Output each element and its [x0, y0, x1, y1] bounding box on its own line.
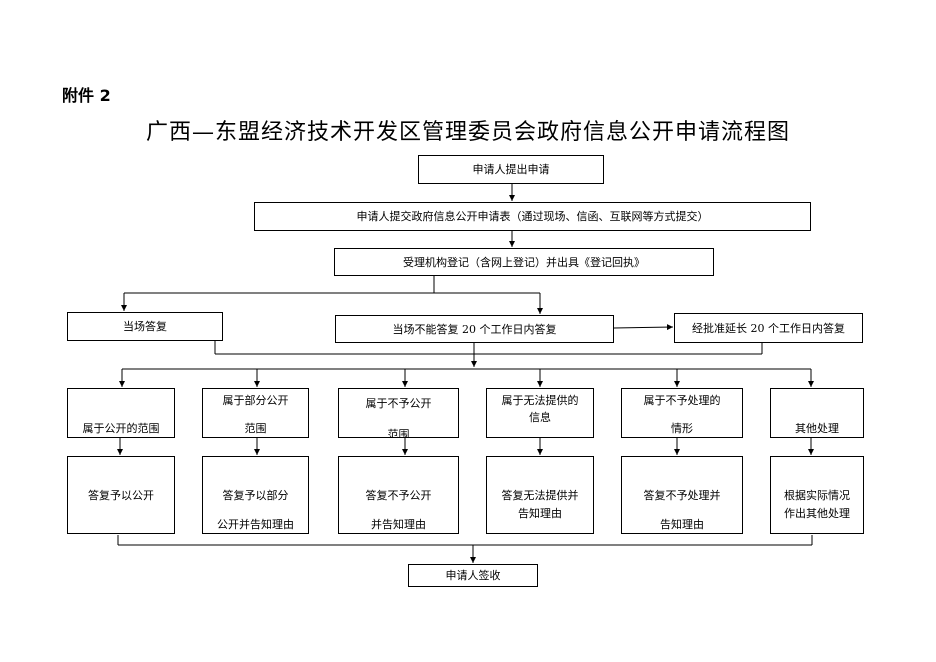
category-public-line1: 属于公开的范围 — [82, 422, 160, 435]
response-onsite: 当场答复 — [67, 312, 223, 341]
response-onsite-label: 当场答复 — [123, 320, 167, 333]
reply-not-public: 答复不予公开 并告知理由 — [338, 456, 459, 534]
category-partial-public-line2: 范围 — [244, 422, 267, 435]
response-within-20-days-label: 当场不能答复 20 个工作日内答复 — [392, 322, 557, 336]
response-extended-label: 经批准延长 20 个工作日内答复 — [692, 321, 845, 335]
reply-other: 根据实际情况 作出其他处理 — [770, 456, 864, 534]
reply-not-public-line1: 答复不予公开 — [365, 489, 432, 502]
category-cannot-provide: 属于无法提供的 信息 — [486, 388, 594, 438]
step-register: 受理机构登记（含网上登记）并出具《登记回执》 — [334, 248, 714, 276]
step-final-signoff: 申请人签收 — [408, 564, 538, 587]
category-other-line1: 其他处理 — [795, 422, 839, 435]
reply-cannot-provide-line2: 告知理由 — [518, 507, 562, 520]
category-not-public: 属于不予公开 范围 — [338, 388, 459, 438]
category-not-processed-line1: 属于不予处理的 — [643, 394, 721, 407]
reply-cannot-provide: 答复无法提供并 告知理由 — [486, 456, 594, 534]
category-not-public-line2: 范围 — [387, 428, 410, 438]
category-partial-public-line1: 属于部分公开 — [222, 394, 289, 407]
reply-other-line1: 根据实际情况 — [784, 489, 850, 502]
category-cannot-provide-line1: 属于无法提供的 — [501, 394, 579, 407]
arrow-to-extended — [613, 324, 674, 331]
step-submit-form-label: 申请人提交政府信息公开申请表（通过现场、信函、互联网等方式提交） — [356, 210, 709, 223]
reply-public: 答复予以公开 — [67, 456, 175, 534]
step-final-signoff-label: 申请人签收 — [445, 569, 501, 582]
category-public: 属于公开的范围 — [67, 388, 175, 438]
response-within-20-days: 当场不能答复 20 个工作日内答复 — [335, 315, 614, 343]
page-title: 广西—东盟经济技术开发区管理委员会政府信息公开申请流程图 — [145, 120, 790, 145]
step-register-label: 受理机构登记（含网上登记）并出具《登记回执》 — [403, 255, 645, 269]
category-not-processed-line2: 情形 — [671, 422, 693, 435]
reply-partial-public-line2: 公开并告知理由 — [217, 518, 294, 531]
attachment-label: 附件 2 — [62, 86, 111, 105]
category-partial-public: 属于部分公开 范围 — [202, 388, 309, 438]
step-apply-label: 申请人提出申请 — [472, 163, 550, 176]
category-cannot-provide-line2: 信息 — [529, 411, 551, 424]
category-other: 其他处理 — [770, 388, 864, 438]
reply-not-processed-line1: 答复不予处理并 — [643, 489, 721, 502]
category-not-processed: 属于不予处理的 情形 — [621, 388, 743, 438]
reply-partial-public: 答复予以部分 公开并告知理由 — [202, 456, 309, 534]
reply-public-line1: 答复予以公开 — [88, 489, 154, 502]
step-submit-form: 申请人提交政府信息公开申请表（通过现场、信函、互联网等方式提交） — [254, 202, 811, 231]
reply-partial-public-line1: 答复予以部分 — [222, 489, 289, 502]
reply-not-processed-line2: 告知理由 — [660, 518, 704, 531]
reply-not-processed: 答复不予处理并 告知理由 — [621, 456, 743, 534]
reply-other-line2: 作出其他处理 — [784, 507, 850, 520]
category-not-public-line1: 属于不予公开 — [365, 397, 432, 410]
reply-cannot-provide-line1: 答复无法提供并 — [501, 489, 579, 502]
reply-not-public-line2: 并告知理由 — [371, 518, 426, 531]
response-extended: 经批准延长 20 个工作日内答复 — [674, 313, 863, 343]
step-apply: 申请人提出申请 — [418, 155, 604, 184]
